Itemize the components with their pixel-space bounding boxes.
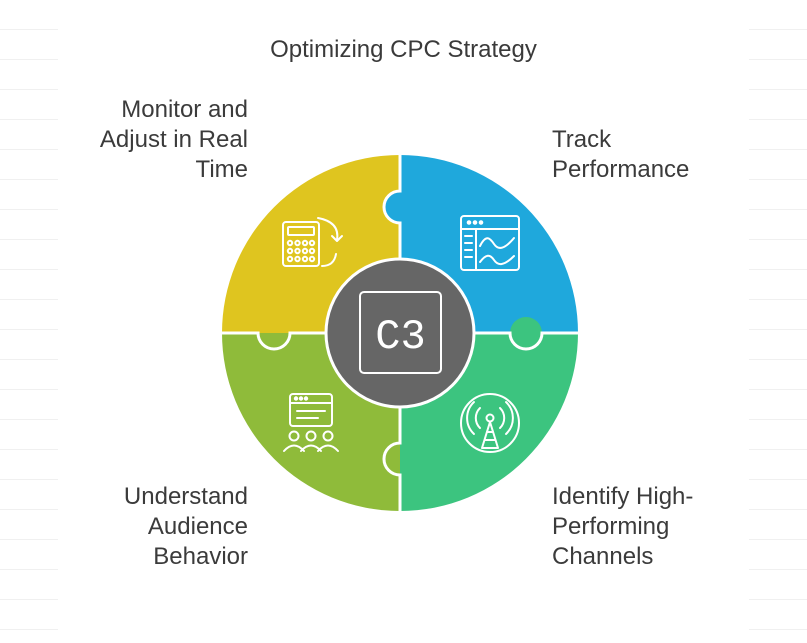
- label-line: Behavior: [153, 543, 248, 570]
- audience-screen-icon: [283, 393, 339, 452]
- label-line: Track: [552, 126, 612, 153]
- diagram-title: Optimizing CPC Strategy: [270, 36, 537, 63]
- calculator-refresh-icon: [282, 217, 343, 267]
- label-line: Audience: [147, 513, 248, 540]
- broadcast-tower-icon: [460, 393, 520, 453]
- label-monitor-adjust: Monitor and Adjust in Real Time: [100, 95, 248, 185]
- label-line: Channels: [552, 543, 654, 570]
- center-label: C3: [375, 313, 425, 361]
- background-rule-right: [749, 0, 807, 643]
- label-line: Adjust in Real: [99, 126, 248, 153]
- label-track-performance: Track Performance: [552, 125, 689, 185]
- background-rule-left: [0, 0, 58, 643]
- label-line: Identify High-: [552, 483, 694, 510]
- label-line: Performance: [552, 156, 690, 183]
- label-line: Performing: [552, 513, 670, 540]
- center-badge-frame: [359, 291, 442, 374]
- label-line: Understand: [123, 483, 248, 510]
- label-line: Monitor and: [121, 96, 248, 123]
- performance-dashboard-icon: [460, 215, 520, 271]
- label-identify-channels: Identify High- Performing Channels: [552, 482, 693, 572]
- label-understand-audience: Understand Audience Behavior: [124, 482, 248, 572]
- label-line: Time: [195, 156, 248, 183]
- center-circle: [324, 257, 476, 409]
